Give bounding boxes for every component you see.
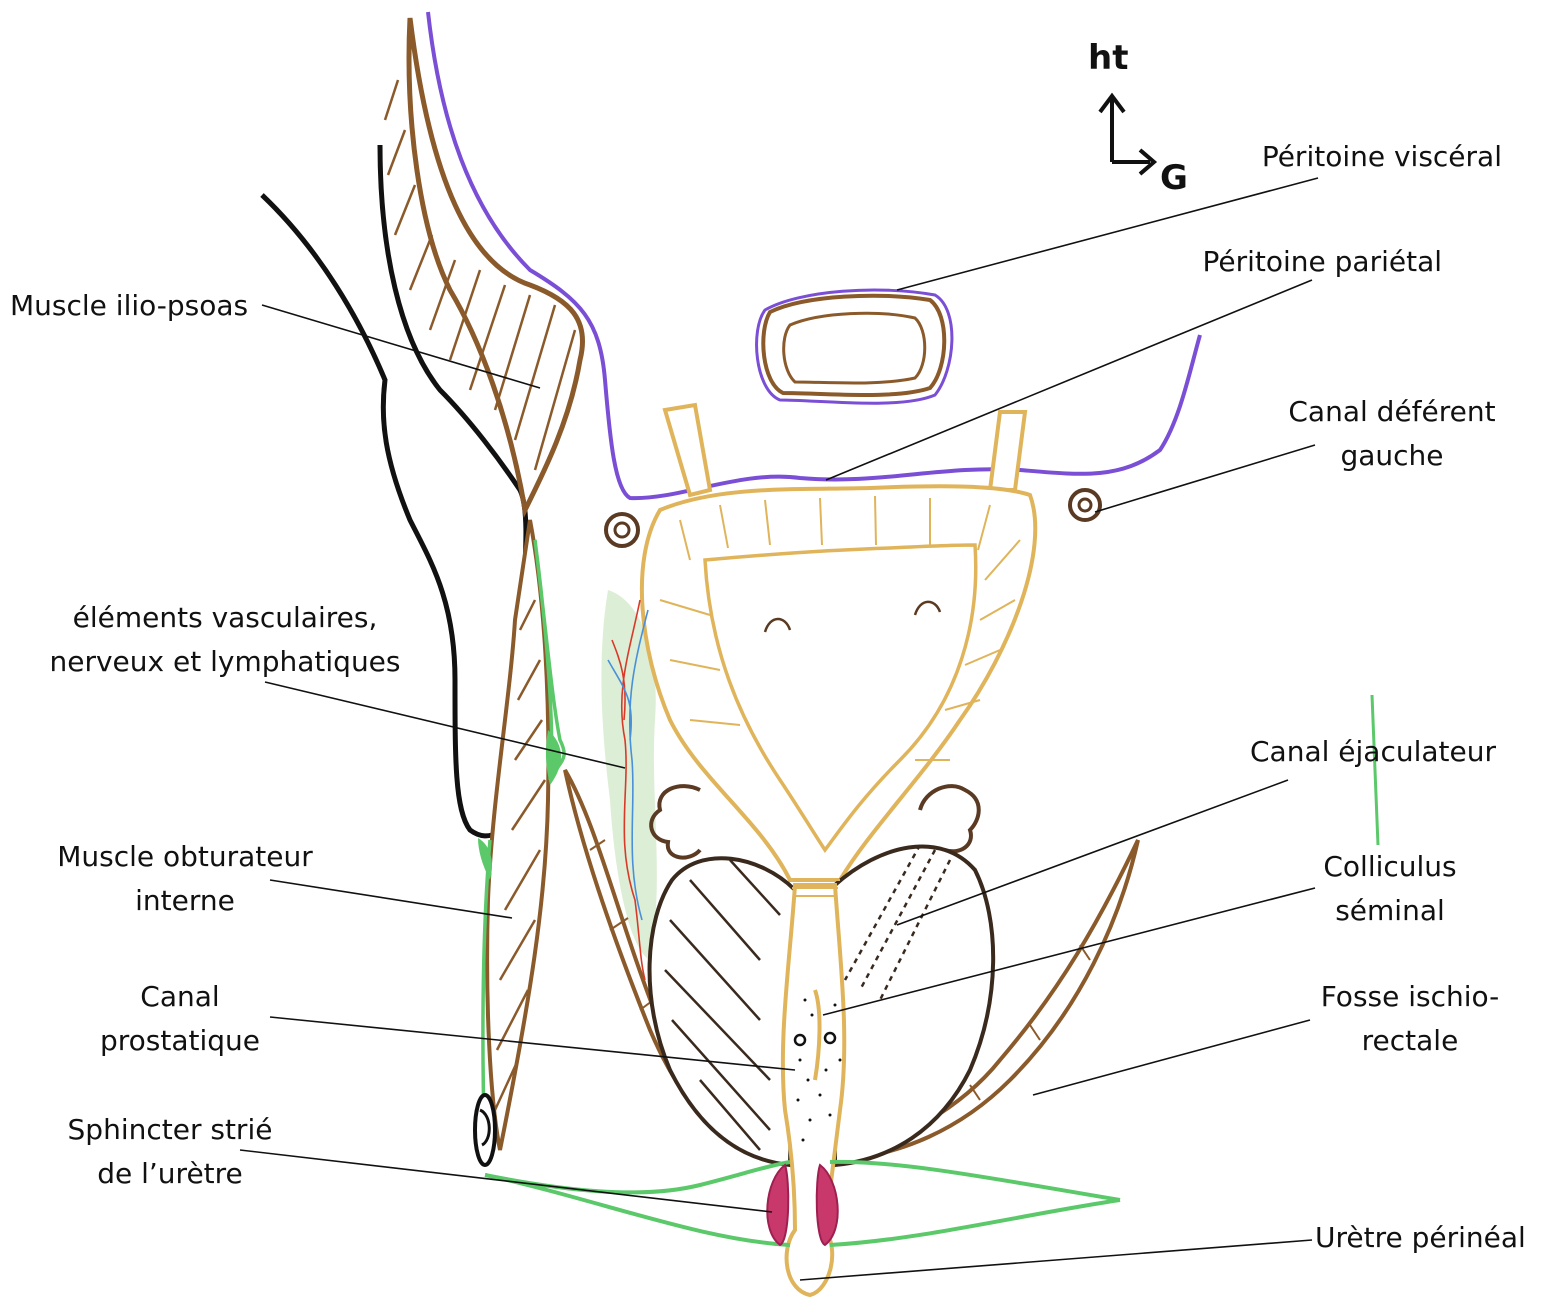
orientation-arrows xyxy=(1100,96,1154,174)
urethral-sphincter-right xyxy=(767,1165,788,1245)
label-canal-deferent-1: Canal déférent xyxy=(1282,390,1502,434)
seminal-vesicle-left xyxy=(920,786,979,851)
label-sphincter-2: de l’urètre xyxy=(40,1152,300,1196)
vas-deferens-left xyxy=(1070,490,1100,520)
label-canal-deferent-2: gauche xyxy=(1282,434,1502,478)
label-sphincter-1: Sphincter strié xyxy=(40,1108,300,1152)
vas-deferens-right xyxy=(606,514,638,546)
label-fosse-1: Fosse ischio- xyxy=(1300,975,1520,1019)
label-obturateur-1: Muscle obturateur xyxy=(30,835,340,879)
ureter-left xyxy=(990,412,1025,490)
label-peritoine-parietal: Péritoine pariétal xyxy=(1202,240,1442,284)
label-colliculus-2: séminal xyxy=(1290,889,1490,933)
urethral-sphincter-left xyxy=(817,1165,838,1245)
seminal-vesicle-right xyxy=(651,786,700,857)
orientation-up-label: ht xyxy=(1088,38,1128,78)
leader-sphincter xyxy=(240,1150,772,1212)
label-canal-prostatique-1: Canal xyxy=(60,975,300,1019)
obturator-internus xyxy=(487,520,548,1150)
label-canal-prostatique-2: prostatique xyxy=(60,1019,300,1063)
label-peritoine-visceral: Péritoine viscéral xyxy=(1262,135,1502,179)
pubic-ramus xyxy=(475,1095,495,1165)
iliac-bone xyxy=(262,145,526,836)
leader-elements xyxy=(265,682,625,768)
leader-fosse xyxy=(1033,1020,1310,1095)
label-elements-2: nerveux et lymphatiques xyxy=(30,640,420,684)
peritoneum-parietal-line xyxy=(428,12,1200,498)
label-obturateur-2: interne xyxy=(30,879,340,923)
label-uretre-perineal: Urètre périnéal xyxy=(1315,1216,1526,1260)
orientation-right-label: G xyxy=(1160,158,1188,198)
label-canal-ejaculateur: Canal éjaculateur xyxy=(1250,730,1496,774)
label-fosse-2: rectale xyxy=(1300,1019,1520,1063)
ureter-right xyxy=(665,405,710,495)
urethra xyxy=(783,885,844,1295)
rectum-lumen xyxy=(784,313,925,383)
leader-uretre-perineal xyxy=(800,1240,1312,1280)
prostate-right-lobe xyxy=(650,858,795,1165)
ilio-psoas-muscle xyxy=(409,18,582,510)
label-elements-1: éléments vasculaires, xyxy=(30,596,420,640)
label-muscle-ilio-psoas: Muscle ilio-psoas xyxy=(10,284,248,328)
label-colliculus-1: Colliculus xyxy=(1290,845,1490,889)
